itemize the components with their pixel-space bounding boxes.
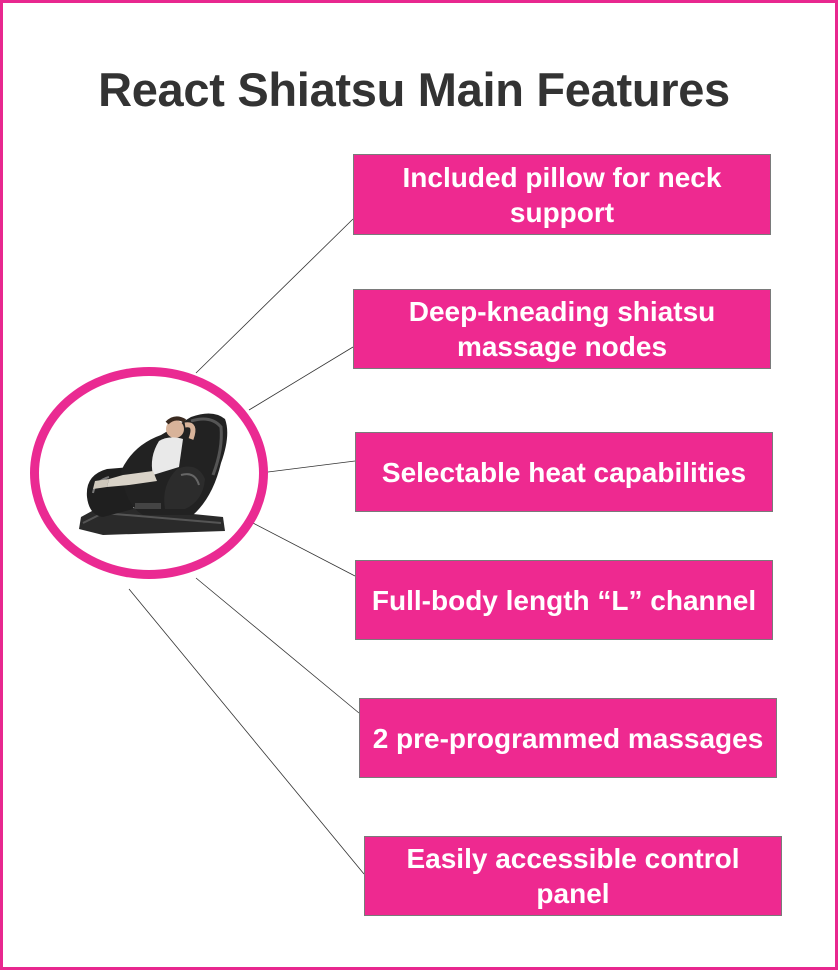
feature-box-2: Deep-kneading shiatsu massage nodes xyxy=(353,289,771,369)
feature-label-4: Full-body length “L” channel xyxy=(371,584,757,616)
feature-label-5: 2 pre-programmed massages xyxy=(372,722,764,754)
connector-line-3 xyxy=(267,460,356,473)
connector-line-1 xyxy=(195,218,354,374)
connector-line-4 xyxy=(252,522,356,577)
feature-box-6: Easily accessible control panel xyxy=(364,836,782,916)
massage-chair-icon xyxy=(79,413,228,535)
feature-label-6: Easily accessible control panel xyxy=(406,843,740,909)
diagram-title: React Shiatsu Main Features xyxy=(98,63,730,116)
feature-box-5: 2 pre-programmed massages xyxy=(359,698,777,778)
feature-box-4: Full-body length “L” channel xyxy=(355,560,773,640)
connector-line-2 xyxy=(248,346,354,411)
feature-box-1: Included pillow for neck support xyxy=(353,154,771,235)
connector-line-5 xyxy=(195,577,360,714)
feature-label-3: Selectable heat capabilities xyxy=(381,456,747,488)
feature-box-3: Selectable heat capabilities xyxy=(355,432,773,512)
feature-label-2: Deep-kneading shiatsu massage nodes xyxy=(408,296,716,362)
feature-label-1: Included pillow for neck support xyxy=(402,161,722,228)
connector-line-6 xyxy=(128,588,365,875)
